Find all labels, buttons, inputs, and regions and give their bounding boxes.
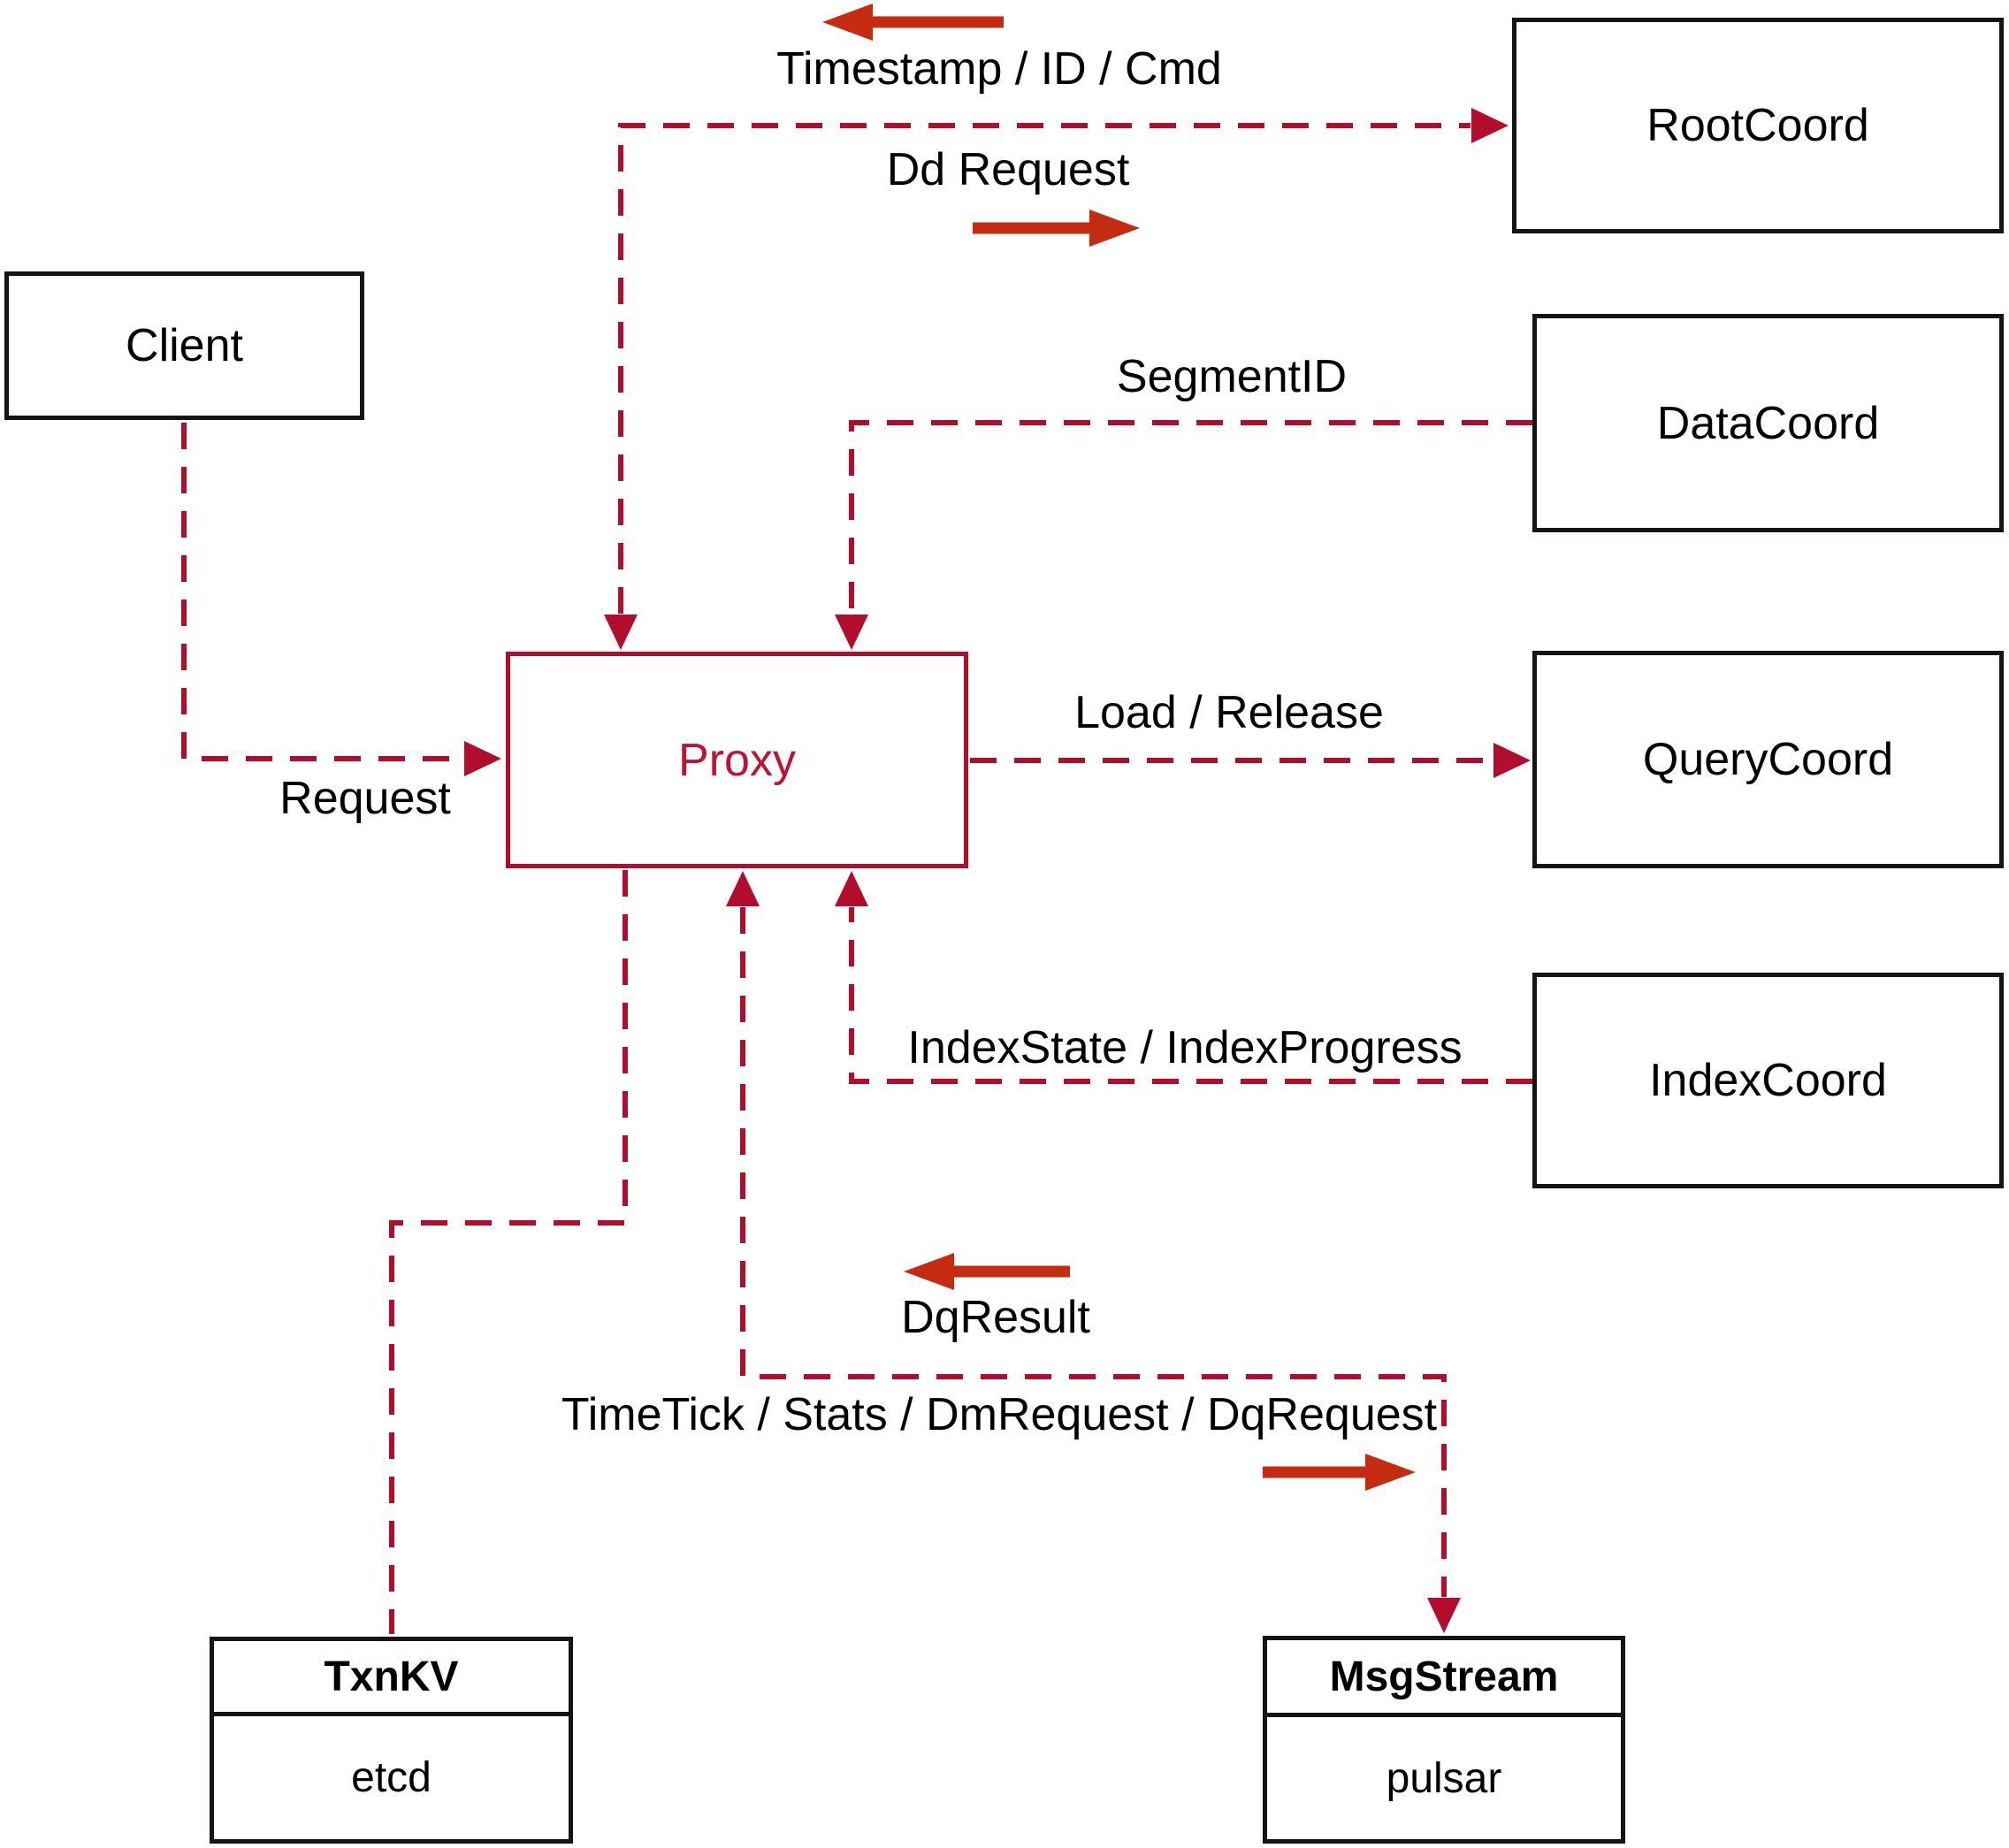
node-rootcoord-label: RootCoord — [1646, 100, 1869, 151]
edge-datacoord-to-proxy — [835, 420, 1532, 650]
edge-label-load-release: Load / Release — [1074, 687, 1384, 738]
edge-indexcoord-to-proxy — [835, 871, 1532, 1084]
node-msgstream-subtitle: pulsar — [1386, 1754, 1502, 1802]
arrowhead-down-icon — [1427, 1598, 1461, 1633]
node-txnkv-subtitle: etcd — [351, 1754, 432, 1801]
node-indexcoord: IndexCoord — [1532, 973, 2004, 1188]
node-msgstream-title: MsgStream — [1267, 1640, 1621, 1717]
arrowhead-right-icon — [1493, 743, 1531, 778]
arrowhead-up-icon — [726, 871, 760, 906]
edge-label-dd-request: Dd Request — [886, 144, 1130, 195]
edge-label-request: Request — [279, 773, 451, 824]
edge-label-dqresult: DqResult — [901, 1292, 1090, 1343]
node-querycoord: QueryCoord — [1532, 651, 2004, 868]
direction-arrow-right-timetick-icon — [1263, 1454, 1416, 1491]
arrowhead-down-icon — [835, 615, 868, 650]
direction-arrow-left-dqresult-icon — [904, 1253, 1070, 1290]
arrowhead-up-icon — [835, 871, 868, 906]
direction-arrow-left-timestamp-icon — [822, 4, 1004, 41]
node-indexcoord-label: IndexCoord — [1649, 1055, 1887, 1106]
direction-arrow-right-ddrequest-icon — [973, 210, 1140, 247]
arrowhead-right-icon — [464, 741, 501, 776]
node-datacoord-label: DataCoord — [1656, 397, 1880, 449]
node-client: Client — [4, 271, 364, 420]
node-txnkv: TxnKV etcd — [210, 1637, 573, 1844]
edge-proxy-txnkv — [389, 870, 628, 1634]
edge-client-to-proxy — [181, 423, 501, 776]
edge-label-timetick-stats-dmrequest-dqrequest: TimeTick / Stats / DmRequest / DqRequest — [561, 1389, 1438, 1440]
edge-proxy-msgstream — [726, 871, 1461, 1633]
node-rootcoord: RootCoord — [1512, 18, 2004, 233]
node-proxy: Proxy — [506, 652, 968, 868]
edge-label-indexstate-indexprogress: IndexState / IndexProgress — [907, 1022, 1463, 1073]
arrowhead-down-icon — [604, 615, 638, 650]
edge-proxy-rootcoord — [604, 108, 1509, 650]
node-querycoord-label: QueryCoord — [1642, 734, 1894, 785]
edge-label-segmentid: SegmentID — [1116, 351, 1348, 402]
arrowhead-right-icon — [1471, 108, 1509, 143]
node-msgstream: MsgStream pulsar — [1263, 1636, 1625, 1844]
edge-proxy-to-querycoord — [970, 743, 1531, 778]
edge-label-timestamp-id-cmd: Timestamp / ID / Cmd — [776, 43, 1222, 95]
node-client-label: Client — [126, 320, 243, 371]
node-datacoord: DataCoord — [1532, 314, 2004, 532]
node-proxy-label: Proxy — [678, 734, 796, 786]
node-txnkv-title: TxnKV — [214, 1641, 569, 1716]
